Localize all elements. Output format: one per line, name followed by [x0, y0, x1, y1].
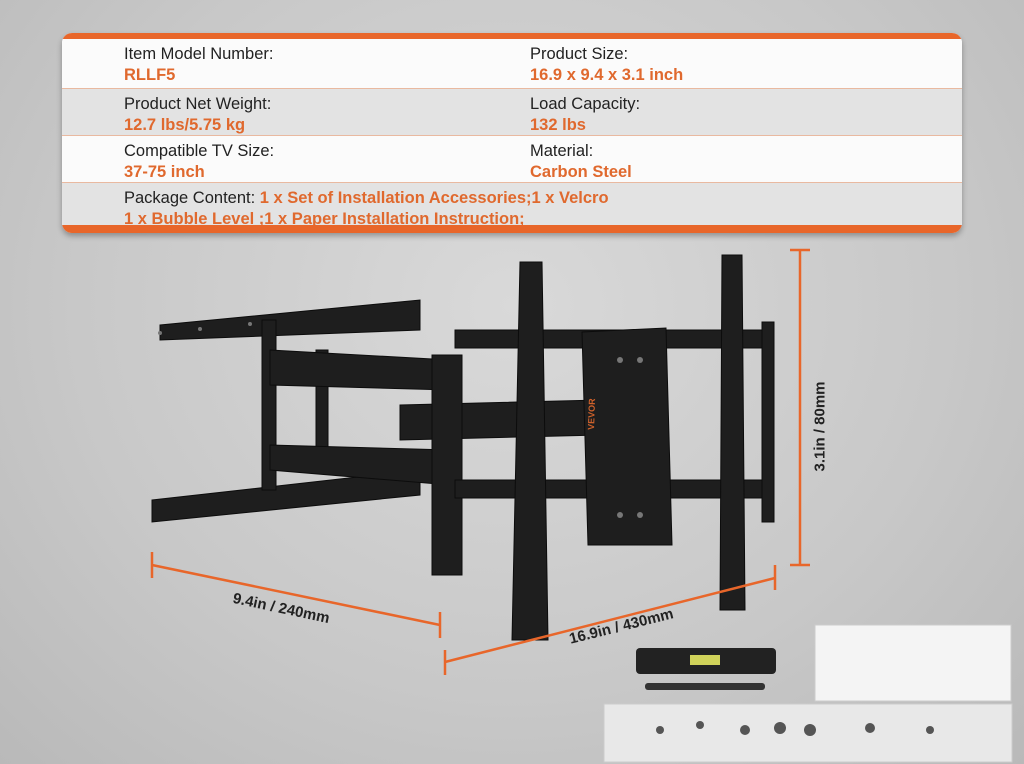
size-value: 16.9 x 9.4 x 3.1 inch: [530, 66, 684, 84]
spec-row: Compatible TV Size: 37-75 inch Material: C…: [62, 136, 962, 183]
package-label: Package Content:: [124, 189, 256, 207]
material-value: Carbon Steel: [530, 163, 632, 181]
height-dimension: 3.1in / 80mm: [811, 381, 829, 472]
spec-row: Product Net Weight: 12.7 lbs/5.75 kg Load…: [62, 89, 962, 136]
size-label: Product Size:: [530, 45, 629, 63]
weight-value: 12.7 lbs/5.75 kg: [124, 116, 246, 134]
bottom-accent-bar: [62, 225, 962, 233]
package-line2: 1 x Bubble Level ;1 x Paper Installation…: [124, 210, 525, 228]
spec-table: Item Model Number: RLLF5 Product Size: 16.…: [62, 33, 962, 233]
tv-value: 37-75 inch: [124, 163, 205, 181]
brand-logo: VEVOR: [586, 398, 597, 430]
model-value: RLLF5: [124, 66, 176, 84]
load-label: Load Capacity:: [530, 95, 641, 113]
material-label: Material:: [530, 142, 594, 160]
instruction-paper: [814, 624, 1012, 702]
spec-row-package: Package Content: 1 x Set of Installation…: [62, 183, 962, 233]
tv-label: Compatible TV Size:: [124, 142, 275, 160]
weight-label: Product Net Weight:: [124, 95, 272, 113]
velcro-strap: [645, 683, 765, 690]
package-line1: 1 x Set of Installation Accessories;1 x …: [259, 189, 609, 207]
model-label: Item Model Number:: [124, 45, 274, 63]
spec-row: Item Model Number: RLLF5 Product Size: 16.…: [62, 39, 962, 89]
load-value: 132 lbs: [530, 116, 586, 134]
top-accent-bar: [62, 33, 962, 39]
